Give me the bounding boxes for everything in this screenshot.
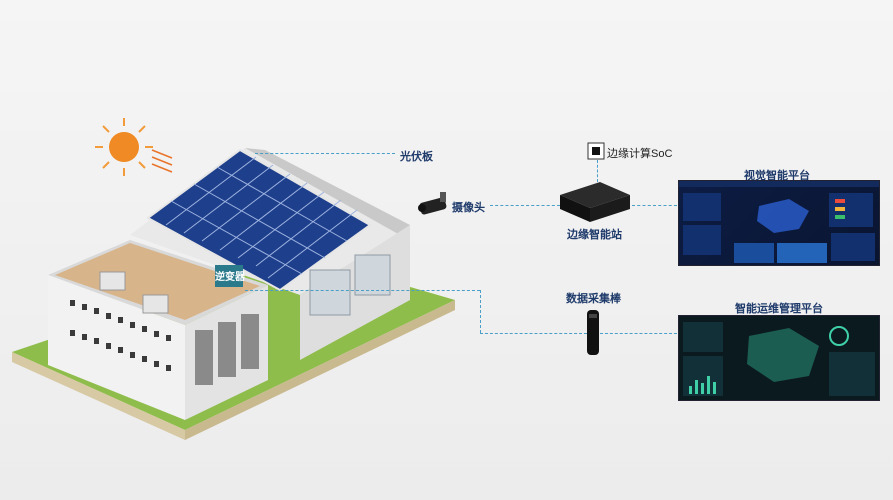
data-stick-icon [587,310,599,355]
chip-icon [587,142,605,160]
data-stick-label: 数据采集棒 [566,293,621,305]
vision-platform-screen [678,180,880,266]
camera-icon [418,192,447,215]
edge-station-label: 边缘智能站 [567,229,622,241]
soc-connector [597,160,598,182]
inverter-connector [245,290,480,291]
pv-connector [255,153,395,154]
edge-soc-label: 边缘计算SoC [607,148,673,160]
inverter-label: 逆变器 [215,272,245,283]
ops-dashboard-graphic [683,322,875,396]
stick-ops-connector [600,333,677,334]
stick-connector [480,333,587,334]
edge-box-icon [560,182,630,222]
inverter-box [215,265,243,287]
camera-connector [490,205,560,206]
pv-panel-array [146,148,372,292]
vision-platform-label: 视觉智能平台 [744,170,810,182]
building [48,148,410,420]
camera-label: 摄像头 [452,202,485,214]
sun-icon [95,118,173,176]
vision-dashboard-graphic [679,181,879,263]
edge-vision-connector [632,205,677,206]
ops-platform-label: 智能运维管理平台 [735,303,823,315]
ops-platform-screen [678,315,880,401]
pv-panel-label: 光伏板 [400,151,433,163]
inverter-vertical-connector [480,290,481,333]
